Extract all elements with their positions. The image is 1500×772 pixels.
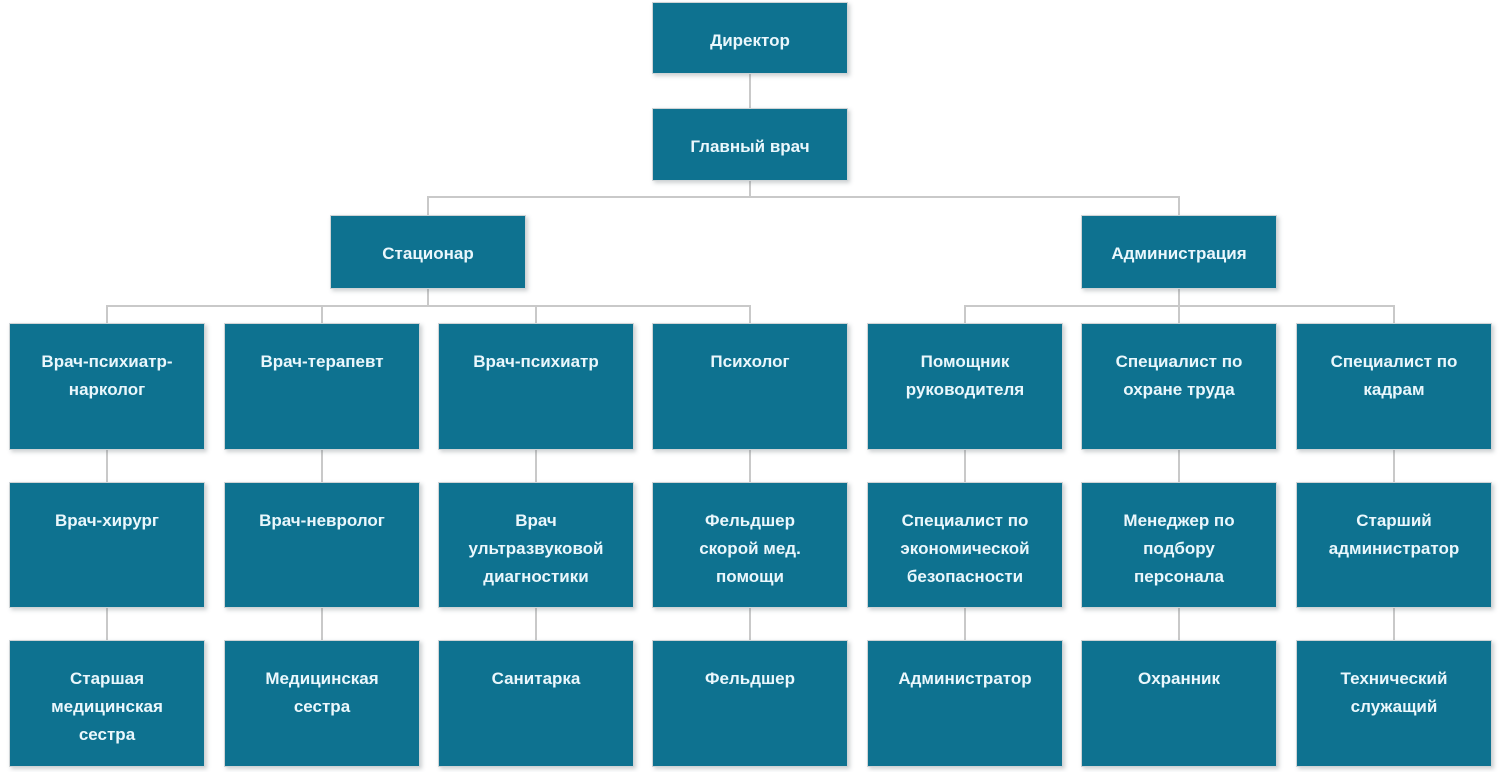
node-technical-worker: Технический служащий bbox=[1296, 640, 1492, 767]
node-hr-specialist: Специалист по кадрам bbox=[1296, 323, 1492, 450]
node-chief-physician: Главный врач bbox=[652, 108, 848, 181]
node-psychiatrist-narcologist: Врач-психиатр-нарколог bbox=[9, 323, 205, 450]
node-nurse: Медицинская сестра bbox=[224, 640, 420, 767]
connector bbox=[106, 305, 108, 323]
connector bbox=[749, 181, 751, 197]
connector bbox=[749, 608, 751, 640]
node-surgeon: Врач-хирург bbox=[9, 482, 205, 608]
connector bbox=[106, 305, 751, 307]
connector bbox=[1178, 305, 1180, 323]
connector bbox=[1393, 305, 1395, 323]
connector bbox=[106, 608, 108, 640]
connector bbox=[1178, 289, 1180, 306]
connector bbox=[321, 450, 323, 482]
connector bbox=[427, 196, 429, 215]
node-neurologist: Врач-невролог bbox=[224, 482, 420, 608]
node-orderly: Санитарка bbox=[438, 640, 634, 767]
node-branch-administration: Администрация bbox=[1081, 215, 1277, 289]
connector bbox=[1393, 450, 1395, 482]
connector bbox=[749, 305, 751, 323]
connector bbox=[749, 450, 751, 482]
node-director: Директор bbox=[652, 2, 848, 74]
connector bbox=[535, 608, 537, 640]
node-recruiting-manager: Менеджер по подбору персонала bbox=[1081, 482, 1277, 608]
node-ultrasound-doctor: Врач ультразвуковой диагностики bbox=[438, 482, 634, 608]
node-economic-security-specialist: Специалист по экономической безопасности bbox=[867, 482, 1063, 608]
node-labor-safety-specialist: Специалист по охране труда bbox=[1081, 323, 1277, 450]
connector bbox=[427, 289, 429, 306]
connector bbox=[321, 608, 323, 640]
connector bbox=[106, 450, 108, 482]
connector bbox=[321, 305, 323, 323]
node-psychiatrist: Врач-психиатр bbox=[438, 323, 634, 450]
node-administrator: Администратор bbox=[867, 640, 1063, 767]
connector bbox=[1178, 450, 1180, 482]
connector bbox=[1393, 608, 1395, 640]
connector bbox=[535, 305, 537, 323]
node-head-nurse: Старшая медицинская сестра bbox=[9, 640, 205, 767]
node-assistant-to-director: Помощник руководителя bbox=[867, 323, 1063, 450]
connector bbox=[535, 450, 537, 482]
connector bbox=[1178, 196, 1180, 215]
connector bbox=[1178, 608, 1180, 640]
node-senior-administrator: Старший администратор bbox=[1296, 482, 1492, 608]
node-ambulance-paramedic: Фельдшер скорой мед. помощи bbox=[652, 482, 848, 608]
node-psychologist: Психолог bbox=[652, 323, 848, 450]
connector bbox=[749, 74, 751, 108]
node-therapist: Врач-терапевт bbox=[224, 323, 420, 450]
connector bbox=[964, 305, 966, 323]
connector bbox=[964, 450, 966, 482]
node-paramedic: Фельдшер bbox=[652, 640, 848, 767]
node-security-guard: Охранник bbox=[1081, 640, 1277, 767]
connector bbox=[964, 608, 966, 640]
node-branch-inpatient: Стационар bbox=[330, 215, 526, 289]
connector bbox=[427, 196, 1180, 198]
